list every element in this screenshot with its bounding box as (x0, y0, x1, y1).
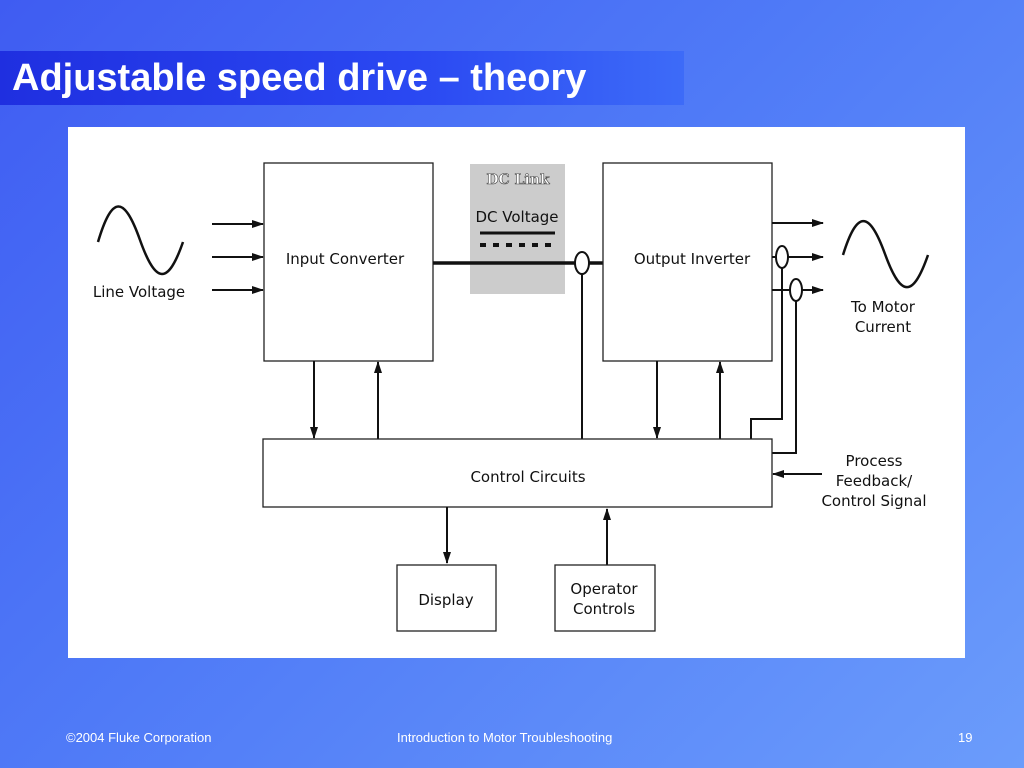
operator-label-line1: Operator (570, 580, 638, 598)
slide-title: Adjustable speed drive – theory (12, 57, 587, 99)
control-circuits-label: Control Circuits (470, 468, 585, 486)
output-current-sensor-2 (789, 278, 803, 302)
output-inverter-box (602, 162, 773, 362)
input-converter-label: Input Converter (286, 250, 405, 268)
title-bar: Adjustable speed drive – theory (0, 51, 684, 105)
process-label-line1: Process (846, 452, 903, 470)
to-motor-label-line2: Current (855, 318, 911, 336)
page-number: 19 (958, 730, 973, 745)
dc-link-heading: DC Link (486, 172, 549, 188)
line-voltage-label: Line Voltage (93, 283, 185, 301)
motor-current-wave (841, 220, 930, 289)
sensor-2-feedback-wire (772, 301, 797, 454)
line-voltage-wave (96, 205, 185, 276)
control-circuits-box (262, 438, 773, 508)
dc-voltage-label: DC Voltage (475, 208, 558, 226)
dc-current-sensor (574, 251, 590, 275)
dc-link-box (470, 164, 565, 294)
input-converter-box (263, 162, 434, 362)
output-inverter-label: Output Inverter (634, 250, 751, 268)
sensor-1-feedback-wire (750, 268, 783, 439)
process-label-line2: Feedback/ (836, 472, 913, 490)
output-current-sensor-1 (775, 245, 789, 269)
operator-label-line2: Controls (573, 600, 635, 618)
footer-copyright: ©2004 Fluke Corporation (66, 730, 212, 745)
display-label: Display (418, 591, 473, 609)
operator-controls-box (554, 564, 656, 632)
diagram-panel: Line Voltage Input Converter DC Link DC … (68, 127, 965, 658)
display-box (396, 564, 497, 632)
block-diagram: Line Voltage Input Converter DC Link DC … (93, 162, 930, 632)
process-label-line3: Control Signal (821, 492, 926, 510)
footer-course-title: Introduction to Motor Troubleshooting (397, 730, 613, 745)
to-motor-label-line1: To Motor (850, 298, 916, 316)
